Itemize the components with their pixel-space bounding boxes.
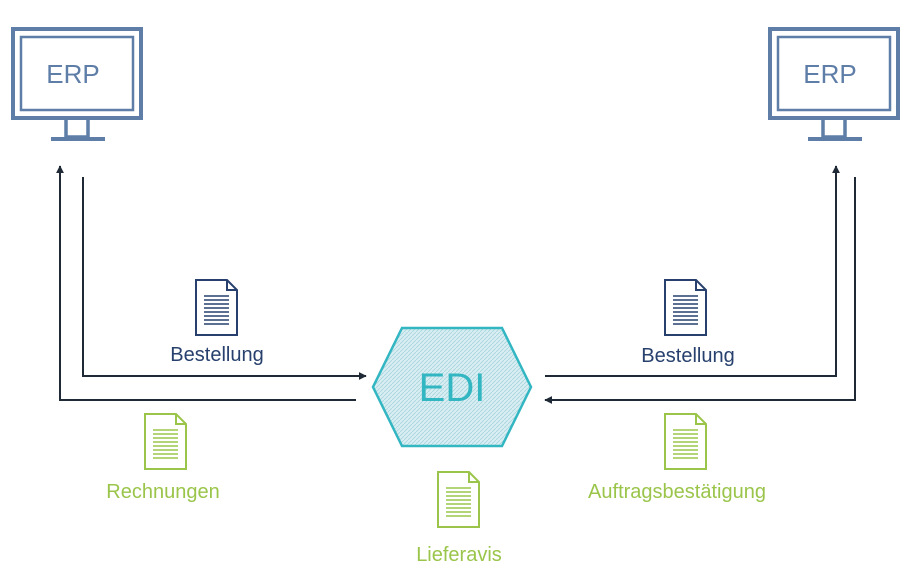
order-confirmation-label: Auftragsbestätigung xyxy=(588,481,766,503)
monitor-icon xyxy=(768,27,900,141)
arrow-right-erp-to-edi xyxy=(544,177,856,404)
right-erp-monitor: ERP xyxy=(768,27,900,141)
right-erp-label: ERP xyxy=(803,59,856,89)
left-erp-label: ERP xyxy=(46,59,99,89)
document-icon xyxy=(144,413,187,470)
order-left-label: Bestellung xyxy=(170,344,263,366)
order-right-label: Bestellung xyxy=(641,345,734,367)
monitor-icon xyxy=(11,27,143,141)
edi-label: EDI xyxy=(419,366,486,410)
edi-hub: EDI xyxy=(371,326,533,448)
document-icon xyxy=(664,279,707,336)
flow-arrows xyxy=(56,165,856,404)
arrow-edi-to-right-erp xyxy=(545,165,840,377)
delivery-notice-label: Lieferavis xyxy=(416,544,502,566)
arrow-edi-to-left-erp xyxy=(56,165,356,401)
document-icon xyxy=(437,471,480,528)
left-erp-monitor: ERP xyxy=(11,27,143,141)
arrow-left-order-to-edi xyxy=(82,177,367,380)
edi-hexagon xyxy=(371,326,533,448)
invoices-label: Rechnungen xyxy=(106,481,219,503)
document-icon xyxy=(195,279,238,336)
document-icon xyxy=(664,413,707,470)
